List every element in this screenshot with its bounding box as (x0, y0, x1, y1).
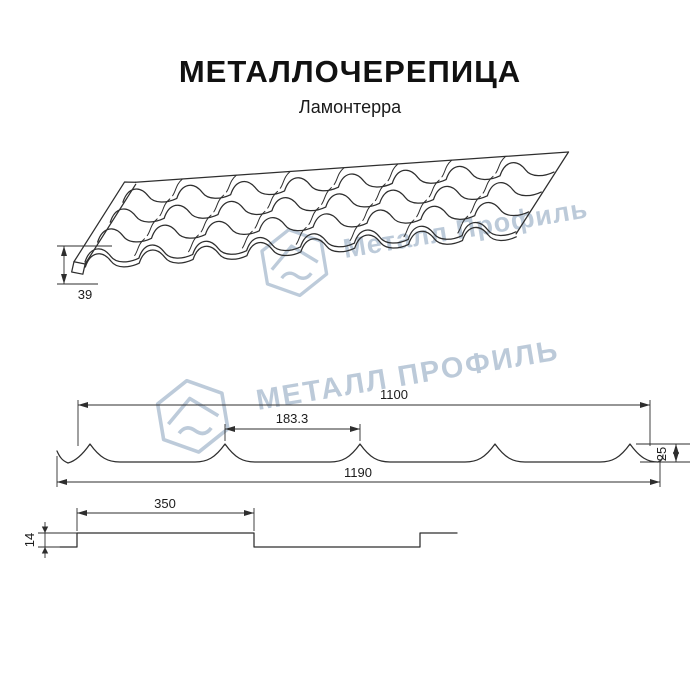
gable-board-outer-line (73, 181, 137, 263)
dimension-1190: 1190 (56, 456, 661, 487)
dim-14-label: 14 (22, 533, 37, 547)
dim-25-label: 25 (654, 447, 669, 461)
dimension-39: 39 (57, 245, 112, 302)
watermark: Металл Профиль МЕТАЛЛ ПРОФИЛЬ (152, 193, 590, 460)
page-title: МЕТАЛЛОЧЕРЕПИЦА (178, 54, 522, 89)
step-profile-drawing: 350 14 (22, 496, 458, 558)
dimension-14: 14 (22, 522, 77, 558)
cross-section-drawing: 1100 183.3 25 1190 (56, 387, 690, 487)
dimension-25: 25 (636, 443, 690, 463)
gable-board-inner-line (84, 183, 137, 265)
page-subtitle: Ламонтерра (298, 97, 402, 117)
dim-1100-label: 1100 (380, 387, 408, 402)
dim-350-label: 350 (154, 496, 176, 511)
dim-183-label: 183.3 (276, 411, 309, 426)
dim-39-label: 39 (78, 287, 92, 302)
dim-1190-label: 1190 (344, 465, 372, 480)
roof-3d-drawing: 39 (57, 151, 570, 302)
brand-logo-icon (152, 373, 233, 460)
brand-logo-icon (257, 222, 332, 303)
step-profile-line (59, 532, 458, 548)
ridge-edge-line (134, 151, 570, 183)
gable-board-end-cap (71, 261, 86, 275)
wave-profile-line (56, 443, 664, 464)
right-rake-edge-line (515, 151, 570, 235)
dimension-350: 350 (76, 496, 255, 531)
dimension-1100: 1100 (77, 387, 651, 446)
dimension-183: 183.3 (224, 411, 361, 441)
